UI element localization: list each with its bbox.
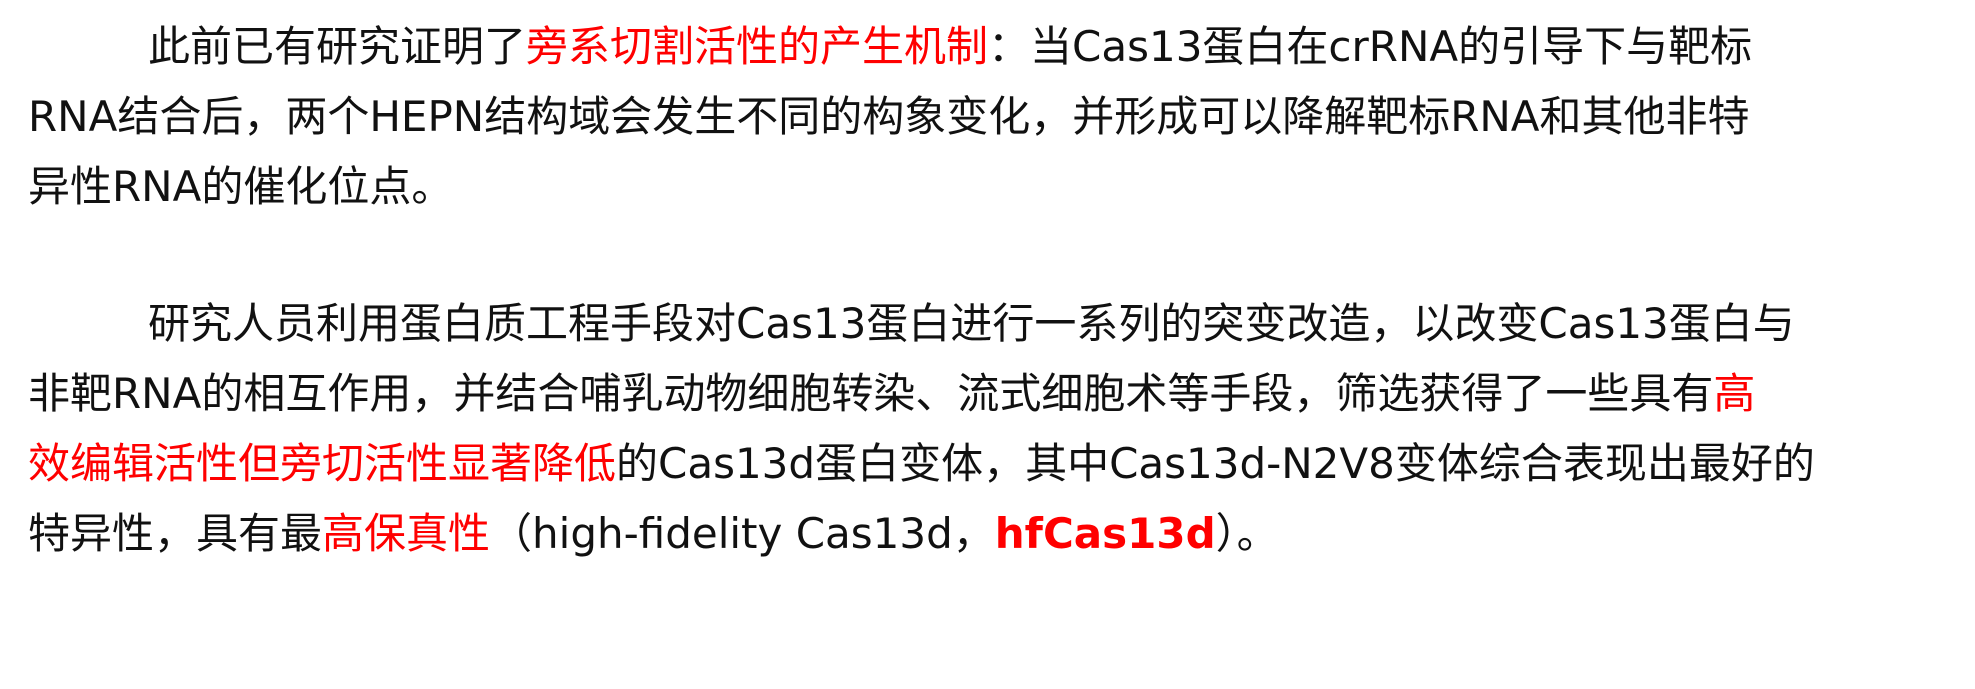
text-run: （high-fidelity Cas13d， [490,509,995,558]
text-run: ）。 [1215,509,1279,558]
highlighted-text-run: 旁系切割活性的产生机制 [526,22,989,71]
text-line: 特异性，具有最高保真性（high-fidelity Cas13d，hfCas13… [28,499,1948,569]
highlighted-text-run: 高保真性 [322,509,491,558]
paragraph-hfcas13d-engineering: 研究人员利用蛋白质工程手段对Cas13蛋白进行一系列的突变改造，以改变Cas13… [28,289,1948,569]
text-run: RNA结合后，两个HEPN结构域会发生不同的构象变化，并形成可以降解靶标RNA和… [28,92,1750,141]
document-body: 此前已有研究证明了旁系切割活性的产生机制：当Cas13蛋白在crRNA的引导下与… [28,12,1948,569]
text-line: 此前已有研究证明了旁系切割活性的产生机制：当Cas13蛋白在crRNA的引导下与… [28,12,1948,82]
text-line: 效编辑活性但旁切活性显著降低的Cas13d蛋白变体，其中Cas13d-N2V8变… [28,429,1948,499]
text-line: RNA结合后，两个HEPN结构域会发生不同的构象变化，并形成可以降解靶标RNA和… [28,82,1948,152]
text-run: 特异性，具有最 [28,509,323,558]
text-line: 非靶RNA的相互作用，并结合哺乳动物细胞转染、流式细胞术等手段，筛选获得了一些具… [28,359,1948,429]
paragraph-collateral-mechanism: 此前已有研究证明了旁系切割活性的产生机制：当Cas13蛋白在crRNA的引导下与… [28,12,1948,222]
highlighted-text-run: 效编辑活性但旁切活性显著降低 [28,439,617,488]
text-line: 研究人员利用蛋白质工程手段对Cas13蛋白进行一系列的突变改造，以改变Cas13… [28,289,1948,359]
text-line: 异性RNA的催化位点。 [28,152,1948,222]
highlighted-text-run: 高 [1713,369,1756,418]
text-run: 的Cas13d蛋白变体，其中Cas13d-N2V8变体综合表现出最好的 [616,439,1815,488]
text-run: 非靶RNA的相互作用，并结合哺乳动物细胞转染、流式细胞术等手段，筛选获得了一些具… [28,369,1714,418]
highlighted-text-run: hfCas13d [994,509,1216,558]
text-run: 研究人员利用蛋白质工程手段对Cas13蛋白进行一系列的突变改造，以改变Cas13… [148,299,1795,348]
text-run: ：当Cas13蛋白在crRNA的引导下与靶标 [988,22,1753,71]
text-run: 此前已有研究证明了 [148,22,527,71]
text-run: 异性RNA的催化位点。 [28,162,454,211]
